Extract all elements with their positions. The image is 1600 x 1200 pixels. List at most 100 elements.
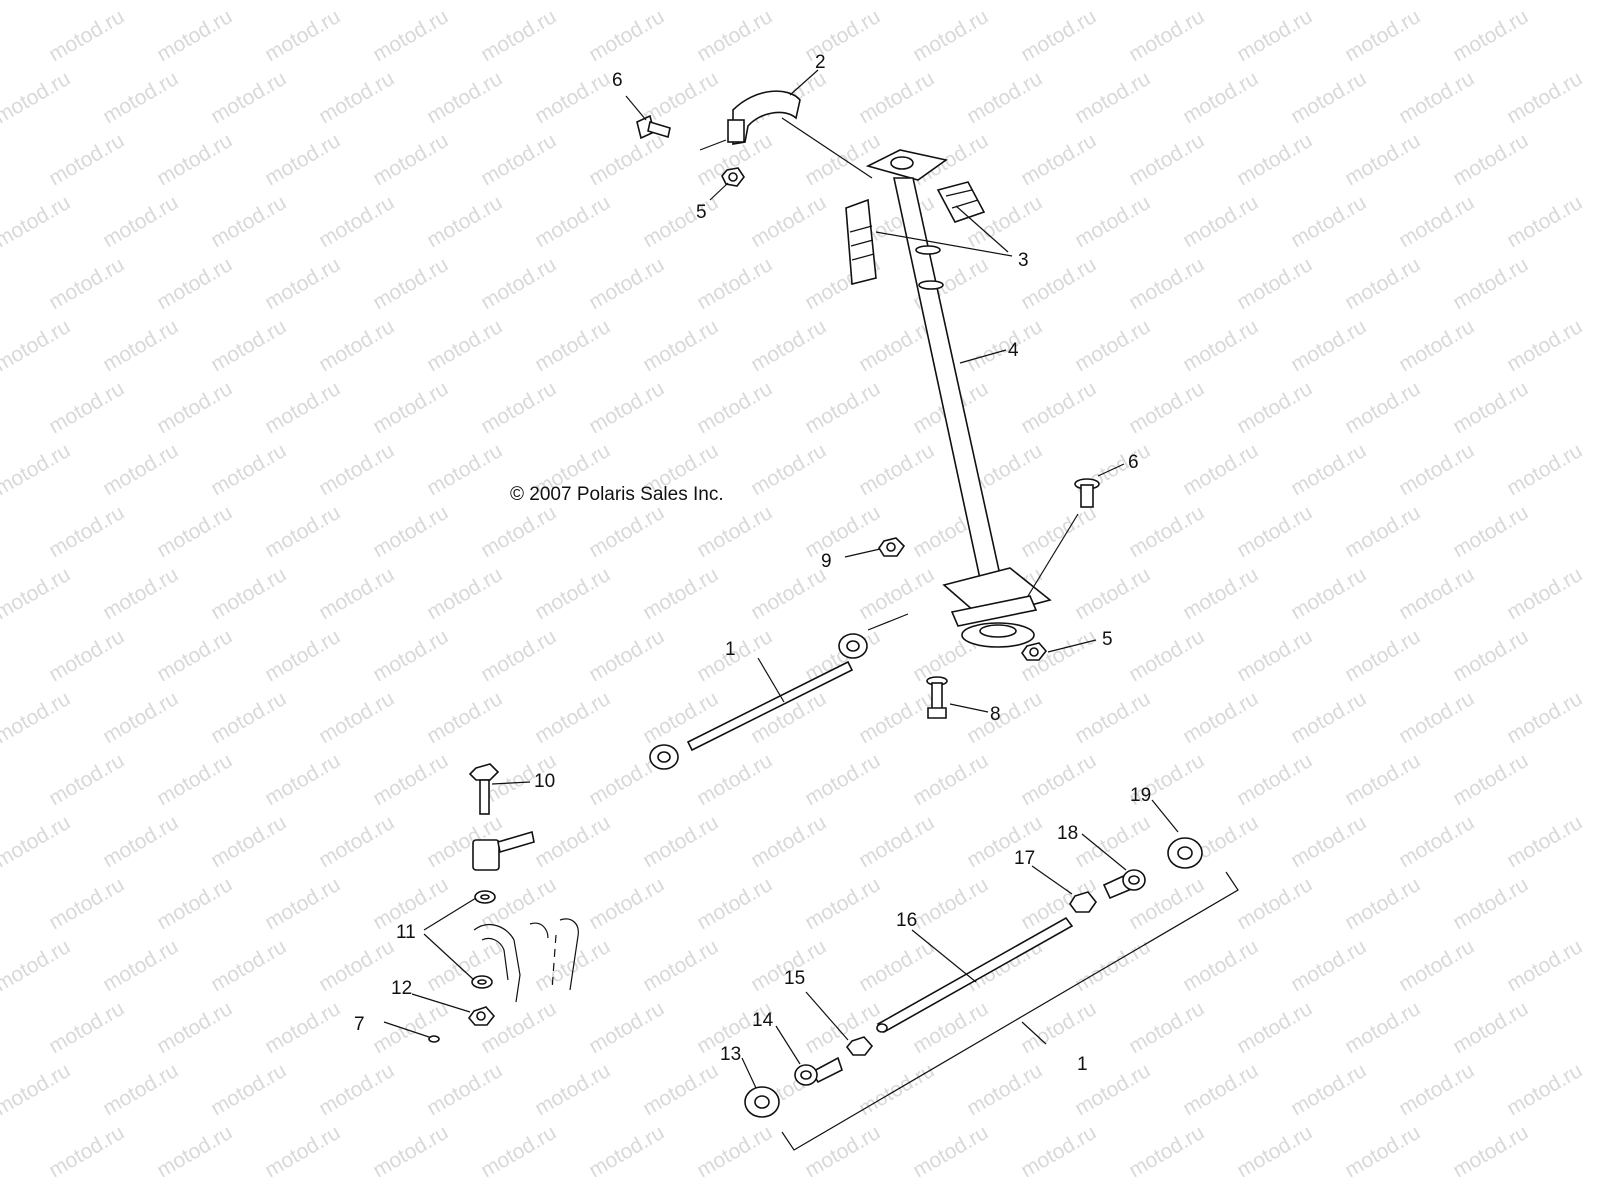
watermark-text: motod.ru [747,439,830,500]
watermark-text: motod.ru [1503,811,1586,872]
watermark-text: motod.ru [693,5,776,66]
watermark-text: motod.ru [1449,749,1532,810]
watermark-text: motod.ru [531,0,614,4]
watermark-text: motod.ru [801,377,884,438]
watermark-text: motod.ru [0,1059,74,1120]
watermark-text: motod.ru [153,873,236,934]
watermark-text: motod.ru [693,253,776,314]
watermark-text: motod.ru [747,563,830,624]
watermark-text: motod.ru [369,377,452,438]
watermark-text: motod.ru [0,687,74,748]
watermark-text: motod.ru [315,191,398,252]
watermark-text: motod.ru [1233,873,1316,934]
watermark-text: motod.ru [369,501,452,562]
watermark-text: motod.ru [45,1121,128,1182]
watermark-text: motod.ru [477,1121,560,1182]
watermark-text: motod.ru [369,253,452,314]
watermark-text: motod.ru [315,439,398,500]
watermark-text: motod.ru [639,315,722,376]
watermark-text: motod.ru [801,1121,884,1182]
watermark-text: motod.ru [1179,935,1262,996]
callout-16: 16 [896,910,917,931]
watermark-text: motod.ru [153,625,236,686]
watermark-text: motod.ru [585,625,668,686]
watermark-text: motod.ru [1341,749,1424,810]
watermark-text: motod.ru [369,749,452,810]
watermark-text: motod.ru [1179,67,1262,128]
watermark-text: motod.ru [747,315,830,376]
watermark-text: motod.ru [99,1059,182,1120]
rod-end-14 [794,1056,843,1086]
watermark-text: motod.ru [1395,439,1478,500]
watermark-text: motod.ru [45,253,128,314]
washer-upper [474,890,496,904]
washer-lower [471,975,493,989]
watermark-text: motod.ru [261,253,344,314]
callout-5-upper: 5 [696,202,707,223]
watermark-text: motod.ru [1449,1121,1532,1182]
watermark-text: motod.ru [1287,811,1370,872]
watermark-text: motod.ru [1233,129,1316,190]
watermark-text: motod.ru [747,191,830,252]
watermark-text: motod.ru [1179,191,1262,252]
watermark-text: motod.ru [1503,687,1586,748]
bolt-10 [468,763,500,815]
watermark-text: motod.ru [585,501,668,562]
watermark-text: motod.ru [1233,5,1316,66]
watermark-text: motod.ru [423,563,506,624]
watermark-text: motod.ru [855,811,938,872]
watermark-text: motod.ru [99,191,182,252]
watermark-text: motod.ru [207,191,290,252]
watermark-text: motod.ru [531,1059,614,1120]
watermark-text: motod.ru [207,439,290,500]
watermark-text: motod.ru [1395,935,1478,996]
watermark-text: motod.ru [585,5,668,66]
watermark-text: motod.ru [45,377,128,438]
watermark-text: motod.ru [693,377,776,438]
watermark-text: motod.ru [1395,1059,1478,1120]
watermark-text: motod.ru [693,873,776,934]
watermark-text: motod.ru [801,625,884,686]
watermark-text: motod.ru [99,935,182,996]
watermark-text: motod.ru [639,191,722,252]
watermark-text: motod.ru [909,1121,992,1182]
nut-upper [721,167,745,187]
watermark-text: motod.ru [1233,625,1316,686]
watermark-text: motod.ru [369,997,452,1058]
watermark-text: motod.ru [423,191,506,252]
watermark-text: motod.ru [1125,129,1208,190]
watermark-text: motod.ru [855,563,938,624]
watermark-text: motod.ru [1071,315,1154,376]
nut-12 [467,1006,496,1026]
watermark-text: motod.ru [1071,67,1154,128]
watermark-text: motod.ru [1125,625,1208,686]
watermark-text: motod.ru [423,0,506,4]
shift-lever-bracket [473,918,579,1003]
watermark-text: motod.ru [1017,749,1100,810]
watermark-text: motod.ru [153,129,236,190]
leader-lines [411,69,1239,1151]
watermark-text: motod.ru [207,1059,290,1120]
watermark-text: motod.ru [477,501,560,562]
rod-end-left [472,830,535,871]
watermark-text: motod.ru [585,1121,668,1182]
watermark-text: motod.ru [1395,687,1478,748]
watermark-text: motod.ru [45,501,128,562]
watermark-text: motod.ru [45,997,128,1058]
bolt-lower [1074,478,1100,508]
watermark-text: motod.ru [909,749,992,810]
watermark-text: motod.ru [0,811,74,872]
watermark-text: motod.ru [1233,253,1316,314]
nut-lower [1021,642,1048,661]
watermark-text: motod.ru [261,129,344,190]
watermark-text: motod.ru [1071,935,1154,996]
watermark-text: motod.ru [1503,315,1586,376]
callout-1-lower: 1 [1077,1054,1088,1075]
watermark-text: motod.ru [261,873,344,934]
watermark-text: motod.ru [1125,997,1208,1058]
watermark-text: motod.ru [207,67,290,128]
watermark-text: motod.ru [207,315,290,376]
watermark-text: motod.ru [801,501,884,562]
watermark-text: motod.ru [153,377,236,438]
